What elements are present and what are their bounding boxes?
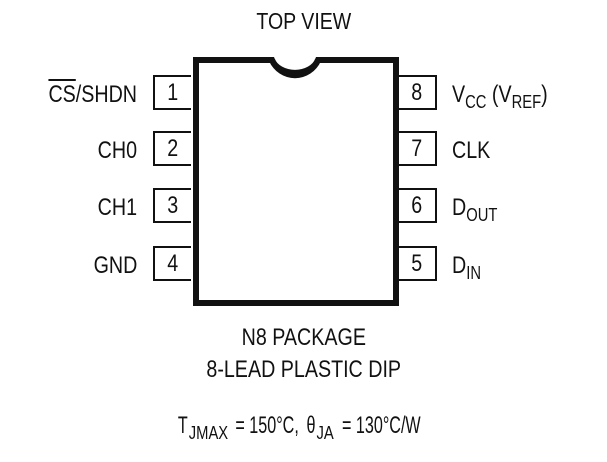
pin-5-box: 5 xyxy=(399,246,437,281)
pin-5-label: DIN xyxy=(452,252,481,283)
pin-2-box: 2 xyxy=(153,131,191,166)
pin-6-box: 6 xyxy=(399,188,437,223)
pin-8-box: 8 xyxy=(399,75,437,110)
pin-6-label: DOUT xyxy=(452,194,498,225)
pin-1-label: CS/SHDN xyxy=(48,81,137,108)
pin-2-label: CH0 xyxy=(97,137,137,164)
pin-7-box: 7 xyxy=(399,131,437,166)
pin-4-label: GND xyxy=(93,252,137,279)
pin-7-label: CLK xyxy=(452,137,491,164)
package-name: N8 PACKAGE xyxy=(241,324,366,351)
pin-3-label: CH1 xyxy=(97,194,137,221)
pin-3-box: 3 xyxy=(153,188,191,223)
thermal-spec: TJMAX = 150°C, θJA = 130°C/W xyxy=(178,412,422,443)
pin1-notch-icon xyxy=(269,58,321,76)
diagram-title: TOP VIEW xyxy=(256,8,351,34)
pin-4-box: 4 xyxy=(153,246,191,281)
pin-8-label: VCC (VREF) xyxy=(452,81,548,112)
pin-1-box: 1 xyxy=(153,75,191,110)
package-description: 8-LEAD PLASTIC DIP xyxy=(206,356,401,383)
